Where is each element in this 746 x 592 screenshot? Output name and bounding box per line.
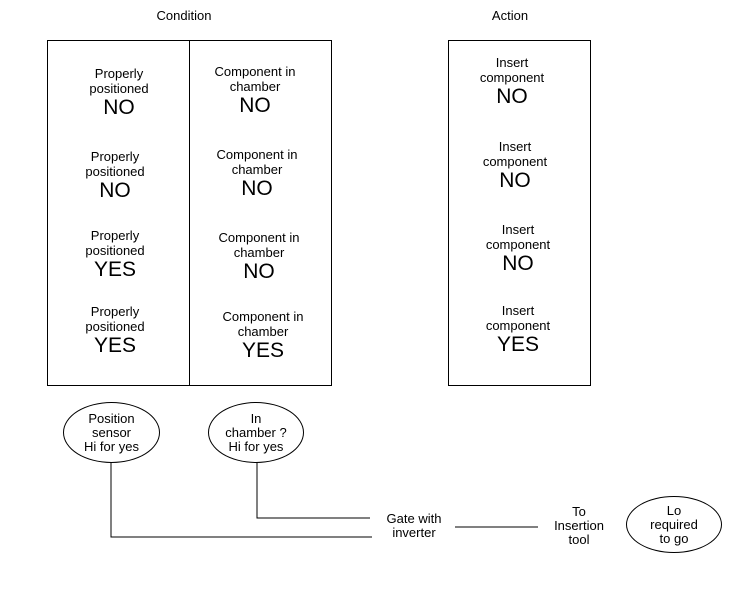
action-value: NO [502,252,534,275]
action-header: Action [491,8,529,23]
condition-row-2-position: Properly positioned NO [45,149,185,203]
chamber-value: NO [239,94,271,117]
chamber-sensor-ellipse: In chamber ? Hi for yes [208,402,304,463]
action-row-1: Insert component NO [442,55,582,109]
chamber-label: Component in chamber [222,309,304,339]
chamber-value: NO [243,260,275,283]
position-value: YES [93,334,137,357]
condition-row-2-chamber: Component in chamber NO [187,147,327,201]
chamber-sensor-wire [256,462,370,519]
position-label: Properly positioned [89,66,149,96]
lo-required-label: Lo required to go [650,502,698,546]
action-value: YES [496,333,540,356]
chamber-label: Component in chamber [218,230,300,260]
action-table [448,40,591,386]
action-label: Insert component [485,222,551,252]
action-row-2: Insert component NO [445,139,585,193]
insertion-tool-label: To Insertion tool [554,504,604,547]
lo-required-ellipse: Lo required to go [626,496,722,553]
gate-label: Gate with inverter [386,511,442,540]
condition-row-1-chamber: Component in chamber NO [185,64,325,118]
condition-row-4-position: Properly positioned YES [45,304,185,358]
chamber-value: YES [241,339,285,362]
action-row-4: Insert component YES [448,303,588,357]
position-label: Properly positioned [85,228,145,258]
condition-divider [189,40,190,386]
position-sensor-ellipse: Position sensor Hi for yes [63,402,160,463]
action-label: Insert component [479,55,545,85]
action-label: Insert component [485,303,551,333]
condition-row-4-chamber: Component in chamber YES [193,309,333,363]
position-label: Properly positioned [85,304,145,334]
position-label: Properly positioned [85,149,145,179]
action-value: NO [496,85,528,108]
action-row-3: Insert component NO [448,222,588,276]
condition-row-3-chamber: Component in chamber NO [189,230,329,284]
chamber-sensor-label: In chamber ? Hi for yes [225,410,287,454]
position-value: NO [99,179,131,202]
chamber-label: Component in chamber [216,147,298,177]
condition-row-3-position: Properly positioned YES [45,228,185,282]
position-sensor-wire [110,462,372,538]
condition-row-1-position: Properly positioned NO [49,66,189,120]
position-value: YES [93,258,137,281]
condition-header: Condition [156,8,212,23]
chamber-value: NO [241,177,273,200]
position-value: NO [103,96,135,119]
position-sensor-label: Position sensor Hi for yes [84,410,139,454]
action-value: NO [499,169,531,192]
chamber-label: Component in chamber [214,64,296,94]
action-label: Insert component [482,139,548,169]
